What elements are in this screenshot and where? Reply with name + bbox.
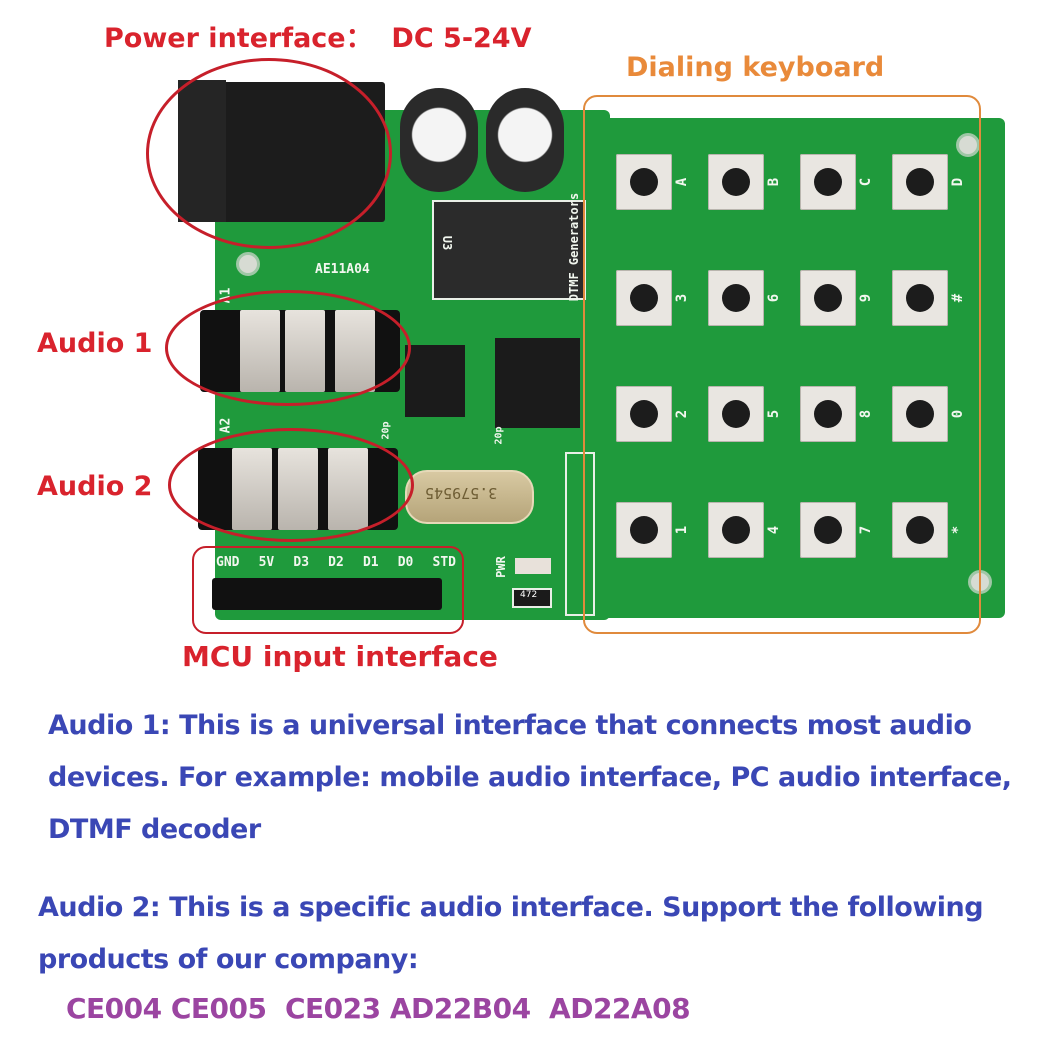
resistor [512,588,552,608]
board-model-label: AE11A04 [315,262,370,277]
keypad-key-d[interactable]: D [888,140,980,256]
keypad-key-3[interactable]: 3 [612,256,704,372]
tact-switch[interactable] [708,502,764,558]
tact-switch[interactable] [800,270,856,326]
keypad-grid: A B C D 3 6 9 # 2 5 8 0 [612,140,982,600]
regulator-label: U3 [440,235,455,251]
button-cap [630,168,658,196]
audio2-highlight-ellipse [168,428,414,542]
audio1-description: Audio 1: This is a universal interface t… [48,700,1048,856]
pin-label-5v: 5V [258,555,275,570]
keypad-key-b[interactable]: B [704,140,796,256]
keypad-key-9[interactable]: 9 [796,256,888,372]
tact-switch[interactable] [892,270,948,326]
voltage-regulator [432,200,586,300]
button-cap [906,400,934,428]
keypad-key-a[interactable]: A [612,140,704,256]
electrolytic-capacitor [400,88,478,192]
pin-label-d0: D0 [397,555,414,570]
mounting-hole [236,252,260,276]
button-cap [814,284,842,312]
supported-products: CE004 CE005 CE023 AD22B04 AD22A08 [66,992,691,1025]
button-cap [722,168,750,196]
tact-switch[interactable] [800,386,856,442]
keyboard-highlight-rect [583,95,981,634]
pin-label-d2: D2 [328,555,344,570]
description-line: devices. For example: mobile audio inter… [48,762,1012,793]
ic-chip-20pin [495,338,580,428]
audio1-label: Audio 1 [37,328,153,359]
audio2-label: Audio 2 [37,471,153,502]
cap-label: 20p [493,426,505,445]
tact-switch[interactable] [892,386,948,442]
tact-switch[interactable] [616,502,672,558]
button-cap [906,284,934,312]
button-cap [814,400,842,428]
side-header [565,452,595,616]
keypad-key-2[interactable]: 2 [612,372,704,488]
tact-switch[interactable] [800,154,856,210]
keypad-key-1[interactable]: 1 [612,488,704,604]
resistor-label: 472 [520,590,538,600]
pin-label-d3: D3 [293,555,310,570]
dtmf-generators-label: DTMF Generators [567,192,582,302]
tact-switch[interactable] [616,270,672,326]
button-cap [906,168,934,196]
keypad-key-8[interactable]: 8 [796,372,888,488]
description-line: Audio 1: This is a universal interface t… [48,710,972,741]
cap-label: 20p [380,421,392,440]
pin-label-gnd: GND [216,555,240,570]
power-highlight-ellipse [146,58,392,249]
electrolytic-capacitor [486,88,564,192]
button-cap [630,516,658,544]
button-cap [814,516,842,544]
pwr-label: PWR [493,556,508,578]
button-cap [630,400,658,428]
button-cap [906,516,934,544]
keypad-key-star[interactable]: * [888,488,980,604]
tact-switch[interactable] [800,502,856,558]
description-line: Audio 2: This is a specific audio interf… [38,892,984,923]
tact-switch[interactable] [708,154,764,210]
mounting-hole [956,133,980,157]
dialing-keyboard-label: Dialing keyboard [626,52,885,83]
button-cap [814,168,842,196]
tact-switch[interactable] [616,154,672,210]
pin-label-d1: D1 [362,555,379,570]
keypad-key-7[interactable]: 7 [796,488,888,604]
mcu-input-label: MCU input interface [182,640,498,673]
tact-switch[interactable] [616,386,672,442]
button-cap [722,284,750,312]
keypad-key-hash[interactable]: # [888,256,980,372]
button-cap [630,284,658,312]
tact-switch[interactable] [708,386,764,442]
keypad-key-c[interactable]: C [796,140,888,256]
audio1-highlight-ellipse [165,290,411,406]
button-cap [722,400,750,428]
keypad-key-5[interactable]: 5 [704,372,796,488]
description-line: products of our company: [38,944,419,975]
keypad-key-4[interactable]: 4 [704,488,796,604]
tact-switch[interactable] [892,502,948,558]
pwr-led [515,558,551,574]
jack-label-a2: A2 [218,417,234,434]
tact-switch[interactable] [892,154,948,210]
pin-header [212,578,442,610]
keypad-key-0[interactable]: 0 [888,372,980,488]
keypad-key-6[interactable]: 6 [704,256,796,372]
crystal-label: 3.579545 [425,484,498,502]
audio2-description: Audio 2: This is a specific audio interf… [38,882,1048,986]
power-interface-label: Power interface： DC 5-24V [104,23,532,54]
button-cap [722,516,750,544]
ic-chip-8pin [405,345,465,417]
tact-switch[interactable] [708,270,764,326]
description-line: DTMF decoder [48,814,261,845]
mcu-highlight-rect [192,546,464,634]
